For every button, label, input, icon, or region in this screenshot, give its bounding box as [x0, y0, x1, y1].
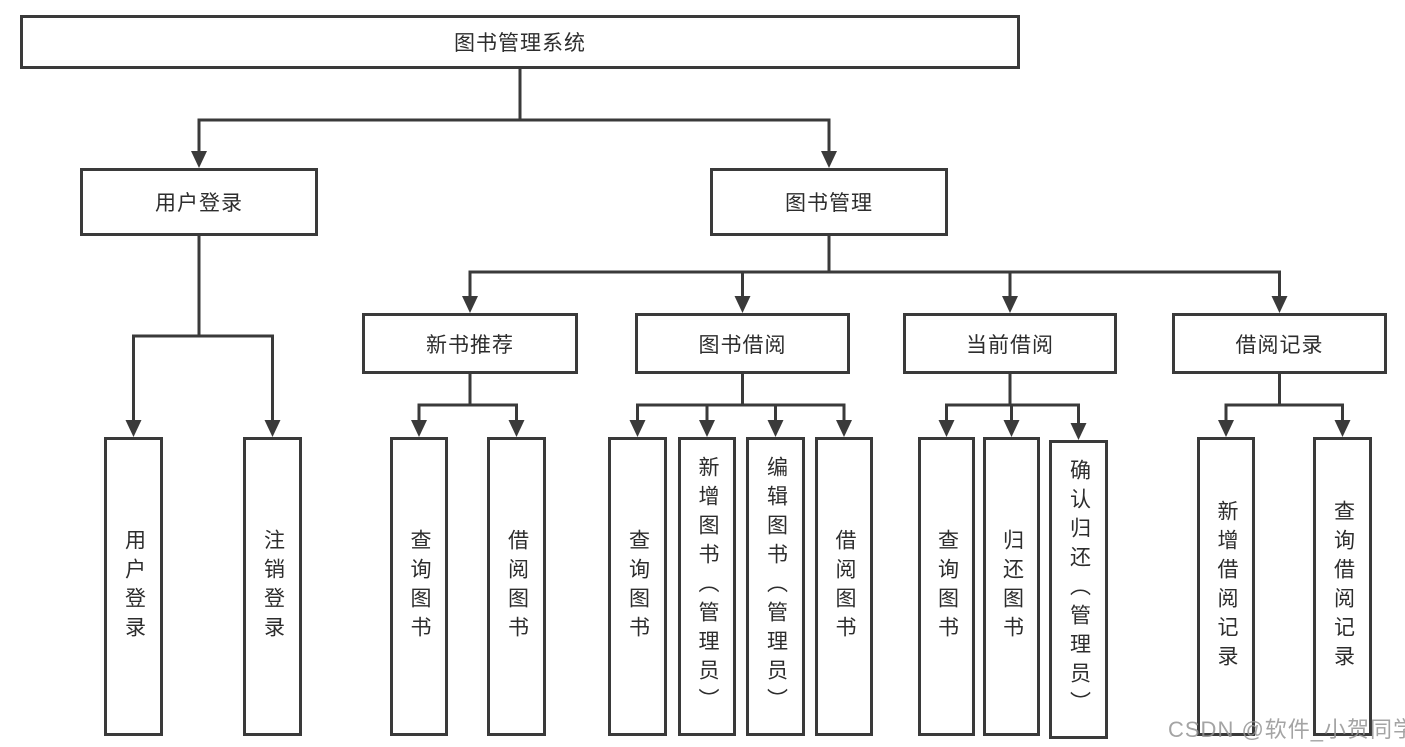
leaf-query-borrowing-record: 查询借阅记录: [1313, 437, 1372, 736]
leaf-label: 借阅图书: [505, 528, 529, 645]
node-label: 图书借阅: [698, 333, 787, 357]
node-book-management: 图书管理: [710, 168, 948, 236]
connector-user-login-branch: [125, 234, 281, 437]
leaf-edit-books-admin: 编辑图书（管理员）: [746, 437, 805, 736]
leaf-label: 查询图书: [626, 528, 650, 645]
node-label: 当前借阅: [966, 333, 1054, 357]
csdn-watermark: CSDN @软件_小贺同学: [1168, 717, 1405, 742]
leaf-borrow-books: 借阅图书: [815, 437, 873, 736]
node-label: 新书推荐: [426, 333, 514, 357]
leaf-return-books: 归还图书: [983, 437, 1040, 736]
connector-new-book-branch: [411, 372, 525, 437]
leaf-label: 确认归还（管理员）: [1067, 459, 1091, 720]
connector-borrowing-records-branch: [1218, 372, 1351, 437]
leaf-label: 归还图书: [1000, 528, 1024, 645]
node-book-borrowing: 图书借阅: [635, 313, 850, 374]
leaf-logout: 注销登录: [243, 437, 302, 736]
leaf-borrow-books-recommendation: 借阅图书: [487, 437, 546, 736]
leaf-query-books-current: 查询图书: [918, 437, 975, 736]
connector-book-management-branch: [462, 234, 1288, 313]
leaf-label: 编辑图书（管理员）: [764, 456, 788, 717]
connector-book-borrowing-branch: [629, 372, 852, 437]
leaf-label: 查询图书: [408, 528, 431, 645]
leaf-label: 新增图书（管理员）: [696, 456, 719, 717]
leaf-label: 查询图书: [935, 528, 959, 645]
node-label: 借阅记录: [1235, 333, 1324, 357]
leaf-label: 新增借阅记录: [1215, 499, 1238, 674]
leaf-label: 查询借阅记录: [1331, 499, 1355, 674]
leaf-add-books-admin: 新增图书（管理员）: [678, 437, 736, 736]
node-current-borrowing: 当前借阅: [903, 313, 1117, 374]
leaf-label: 借阅图书: [833, 528, 856, 645]
node-label: 用户登录: [155, 192, 243, 215]
node-borrowing-records: 借阅记录: [1172, 313, 1387, 374]
connector-root-to-level2: [191, 69, 837, 168]
leaf-query-books-recommendation: 查询图书: [390, 437, 448, 736]
node-library-management-system: 图书管理系统: [20, 15, 1020, 69]
node-user-login: 用户登录: [80, 168, 318, 236]
leaf-query-books-borrowing: 查询图书: [608, 437, 667, 736]
leaf-confirm-return-admin: 确认归还（管理员）: [1049, 440, 1108, 739]
connector-current-borrowing-branch: [938, 372, 1087, 440]
leaf-user-login: 用户登录: [104, 437, 163, 736]
leaf-add-borrowing-record: 新增借阅记录: [1197, 437, 1255, 736]
node-label: 图书管理系统: [454, 32, 586, 55]
leaf-label: 用户登录: [122, 528, 146, 645]
node-label: 图书管理: [785, 192, 873, 215]
leaf-label: 注销登录: [261, 528, 285, 645]
node-new-book-recommendation: 新书推荐: [362, 313, 578, 374]
